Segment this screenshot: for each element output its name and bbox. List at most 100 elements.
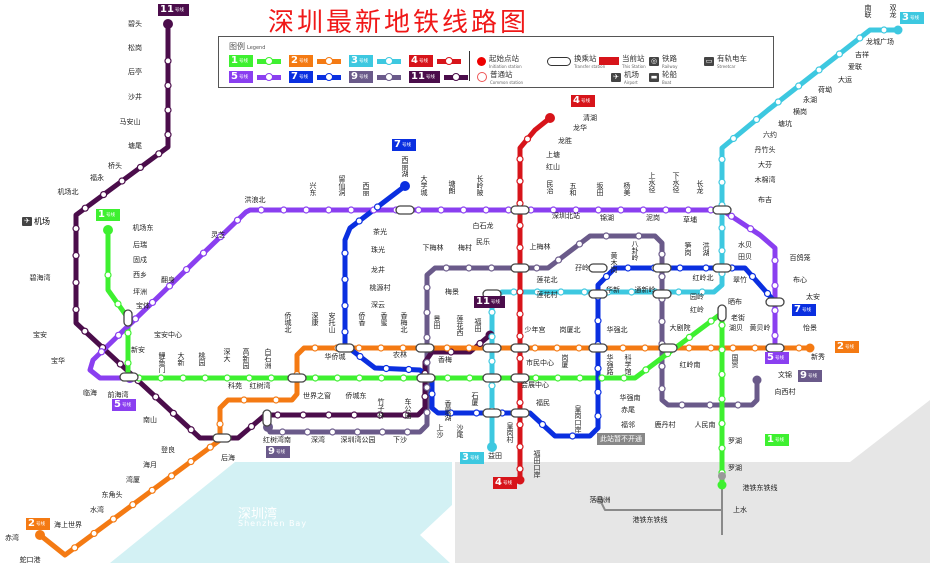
station-dot[interactable]: [423, 358, 431, 367]
station-dot[interactable]: [272, 396, 280, 404]
station-dot[interactable]: [428, 390, 436, 398]
station-dot[interactable]: [594, 317, 602, 325]
station-dot[interactable]: [72, 224, 80, 233]
station-dot[interactable]: [72, 251, 80, 260]
station-dot[interactable]: [164, 106, 172, 114]
station-dot[interactable]: [182, 265, 191, 274]
station-dot[interactable]: [718, 224, 726, 232]
station-dot[interactable]: [421, 392, 429, 401]
transfer-station[interactable]: [510, 263, 530, 273]
terminal-station[interactable]: [893, 25, 903, 35]
station-dot[interactable]: [729, 344, 737, 352]
station-dot[interactable]: [247, 422, 256, 431]
station-dot[interactable]: [771, 331, 779, 340]
station-dot[interactable]: [164, 131, 172, 139]
station-dot[interactable]: [97, 348, 106, 356]
station-dot[interactable]: [795, 344, 803, 352]
station-dot[interactable]: [466, 374, 474, 382]
metro-line-2[interactable]: [38, 345, 810, 558]
station-dot[interactable]: [488, 308, 496, 316]
station-dot[interactable]: [594, 388, 602, 396]
station-dot[interactable]: [685, 333, 693, 341]
station-dot[interactable]: [155, 150, 163, 158]
station-dot[interactable]: [201, 374, 209, 382]
transfer-station[interactable]: [482, 408, 502, 418]
station-dot[interactable]: [658, 250, 666, 258]
station-dot[interactable]: [355, 374, 364, 382]
station-dot[interactable]: [684, 206, 692, 214]
station-dot[interactable]: [164, 81, 172, 90]
station-dot[interactable]: [835, 50, 844, 58]
station-dot[interactable]: [278, 428, 287, 436]
station-dot[interactable]: [620, 374, 628, 382]
station-dot[interactable]: [718, 419, 726, 428]
station-dot[interactable]: [373, 203, 382, 211]
station-dot[interactable]: [114, 331, 123, 339]
station-dot[interactable]: [488, 382, 496, 390]
station-dot[interactable]: [516, 244, 524, 252]
station-dot[interactable]: [341, 328, 349, 336]
station-dot[interactable]: [523, 135, 532, 143]
station-dot[interactable]: [129, 501, 137, 509]
station-dot[interactable]: [267, 374, 275, 382]
station-dot[interactable]: [594, 364, 602, 373]
station-dot[interactable]: [423, 383, 431, 392]
terminal-station[interactable]: [545, 113, 555, 123]
station-dot[interactable]: [575, 240, 584, 248]
station-dot[interactable]: [109, 515, 118, 523]
station-dot[interactable]: [347, 206, 355, 214]
station-dot[interactable]: [516, 288, 524, 296]
station-dot[interactable]: [718, 346, 726, 354]
station-dot[interactable]: [658, 273, 666, 281]
transfer-station[interactable]: [482, 343, 502, 353]
station-dot[interactable]: [328, 428, 337, 436]
transfer-station[interactable]: [712, 205, 732, 215]
station-dot[interactable]: [619, 344, 627, 352]
station-dot[interactable]: [662, 206, 670, 214]
transfer-station[interactable]: [262, 409, 272, 427]
station-dot[interactable]: [516, 465, 524, 473]
transfer-station[interactable]: [658, 343, 678, 353]
transfer-station[interactable]: [712, 263, 732, 273]
station-dot[interactable]: [771, 306, 779, 315]
station-dot[interactable]: [169, 409, 178, 417]
station-dot[interactable]: [658, 385, 666, 393]
station-dot[interactable]: [299, 411, 307, 419]
station-dot[interactable]: [516, 177, 524, 185]
station-dot[interactable]: [325, 206, 333, 214]
station-dot[interactable]: [557, 288, 565, 296]
station-dot[interactable]: [516, 443, 524, 451]
station-dot[interactable]: [516, 354, 524, 362]
station-dot[interactable]: [356, 352, 364, 361]
station-dot[interactable]: [116, 360, 124, 368]
station-dot[interactable]: [815, 66, 823, 74]
station-dot[interactable]: [516, 310, 524, 318]
station-dot[interactable]: [257, 206, 265, 214]
station-dot[interactable]: [763, 289, 772, 298]
station-dot[interactable]: [718, 444, 726, 452]
transfer-station[interactable]: [212, 433, 232, 443]
station-dot[interactable]: [771, 281, 779, 290]
station-dot[interactable]: [729, 134, 738, 143]
station-dot[interactable]: [533, 288, 541, 296]
transfer-station[interactable]: [510, 373, 530, 383]
station-dot[interactable]: [223, 374, 231, 382]
station-dot[interactable]: [635, 232, 643, 240]
station-dot[interactable]: [399, 374, 408, 382]
station-dot[interactable]: [880, 26, 888, 34]
station-dot[interactable]: [602, 232, 610, 240]
station-dot[interactable]: [90, 529, 98, 538]
station-dot[interactable]: [482, 206, 490, 214]
station-dot[interactable]: [399, 344, 407, 352]
station-dot[interactable]: [718, 321, 726, 329]
station-dot[interactable]: [639, 206, 647, 214]
station-dot[interactable]: [382, 364, 390, 373]
station-dot[interactable]: [459, 206, 468, 214]
station-dot[interactable]: [718, 247, 726, 255]
